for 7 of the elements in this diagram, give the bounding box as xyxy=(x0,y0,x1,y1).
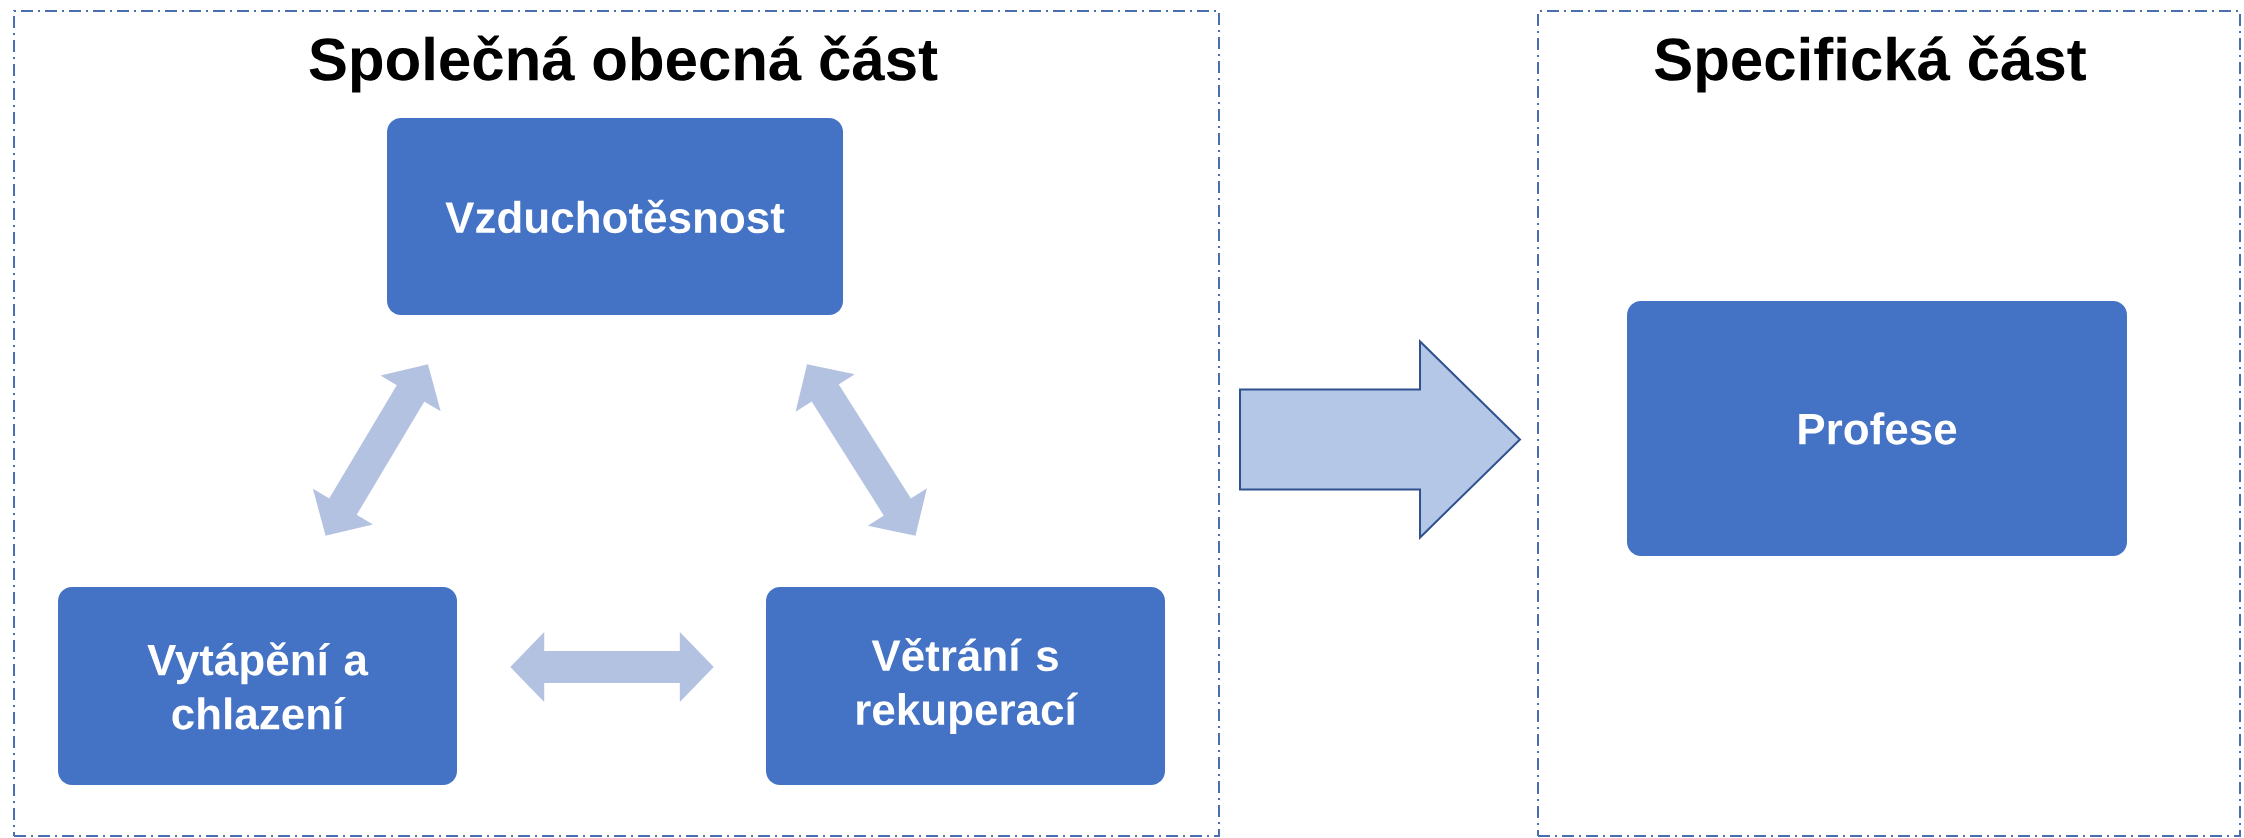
frame-title: Specifická část xyxy=(1654,35,2086,93)
block-arrow xyxy=(1239,339,1522,540)
process-box: Vzduchotěsnost xyxy=(387,118,843,315)
frame-title: Společná obecná část xyxy=(309,35,938,93)
process-box: Vytápění a chlazení xyxy=(58,587,457,785)
process-box: Profese xyxy=(1627,301,2127,556)
process-box: Větrání s rekuperací xyxy=(766,587,1165,785)
